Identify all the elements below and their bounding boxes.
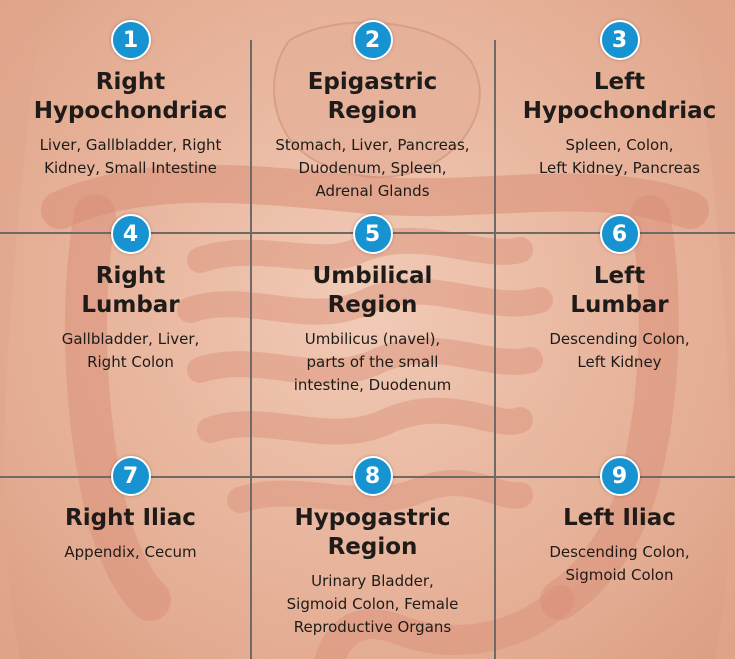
region-cell-6: 6 Left Lumbar Descending Colon, Left Kid…	[497, 214, 735, 374]
torso-right-edge	[695, 0, 735, 659]
region-organs: Umbilicus (navel), parts of the small in…	[293, 330, 452, 394]
region-name: Left Iliac	[563, 505, 676, 531]
ascending-colon	[64, 194, 171, 621]
region-name: Right Lumbar	[81, 263, 180, 318]
grid-line-vertical-right	[494, 40, 496, 659]
region-number-badge: 6	[599, 214, 640, 254]
region-organs: Spleen, Colon, Left Kidney, Pancreas	[538, 136, 701, 177]
region-organs: Descending Colon, Left Kidney	[549, 330, 690, 371]
region-organs: Descending Colon, Sigmoid Colon	[549, 543, 690, 584]
descending-colon	[540, 195, 679, 620]
region-cell-3: 3 Left Hypochondriac Spleen, Colon, Left…	[497, 20, 735, 180]
region-organs: Urinary Bladder, Sigmoid Colon, Female R…	[286, 572, 459, 636]
region-organs: Stomach, Liver, Pancreas, Duodenum, Sple…	[275, 136, 470, 200]
region-cell-2: 2 Epigastric Region Stomach, Liver, Panc…	[250, 20, 495, 203]
region-number-badge: 9	[599, 456, 640, 496]
region-cell-1: 1 Right Hypochondriac Liver, Gallbladder…	[8, 20, 253, 180]
region-name: Umbilical Region	[312, 263, 433, 318]
region-organs: Gallbladder, Liver, Right Colon	[61, 330, 200, 371]
region-name: Right Hypochondriac	[33, 69, 228, 124]
region-number-badge: 3	[599, 20, 640, 60]
region-number-badge: 2	[352, 20, 393, 60]
region-cell-8: 8 Hypogastric Region Urinary Bladder, Si…	[250, 456, 495, 639]
torso-left-edge	[0, 0, 40, 659]
grid-line-vertical-left	[250, 40, 252, 659]
region-number-badge: 5	[352, 214, 393, 254]
region-name: Hypogastric Region	[294, 505, 451, 560]
region-name: Left Lumbar	[570, 263, 669, 318]
transverse-colon	[41, 164, 709, 229]
region-organs: Liver, Gallbladder, Right Kidney, Small …	[39, 136, 222, 177]
region-cell-7: 7 Right Iliac Appendix, Cecum	[8, 456, 253, 564]
region-cell-5: 5 Umbilical Region Umbilicus (navel), pa…	[250, 214, 495, 397]
sigmoid-colon	[315, 585, 575, 659]
region-name: Left Hypochondriac	[522, 69, 717, 124]
region-name: Right Iliac	[65, 505, 196, 531]
region-number-badge: 8	[352, 456, 393, 496]
region-name: Epigastric Region	[307, 69, 438, 124]
region-number-badge: 7	[110, 456, 151, 496]
region-organs: Appendix, Cecum	[64, 543, 197, 561]
stomach-shape	[273, 21, 481, 179]
region-number-badge: 1	[110, 20, 151, 60]
region-cell-4: 4 Right Lumbar Gallbladder, Liver, Right…	[8, 214, 253, 374]
region-cell-9: 9 Left Iliac Descending Colon, Sigmoid C…	[497, 456, 735, 587]
region-number-badge: 4	[110, 214, 151, 254]
